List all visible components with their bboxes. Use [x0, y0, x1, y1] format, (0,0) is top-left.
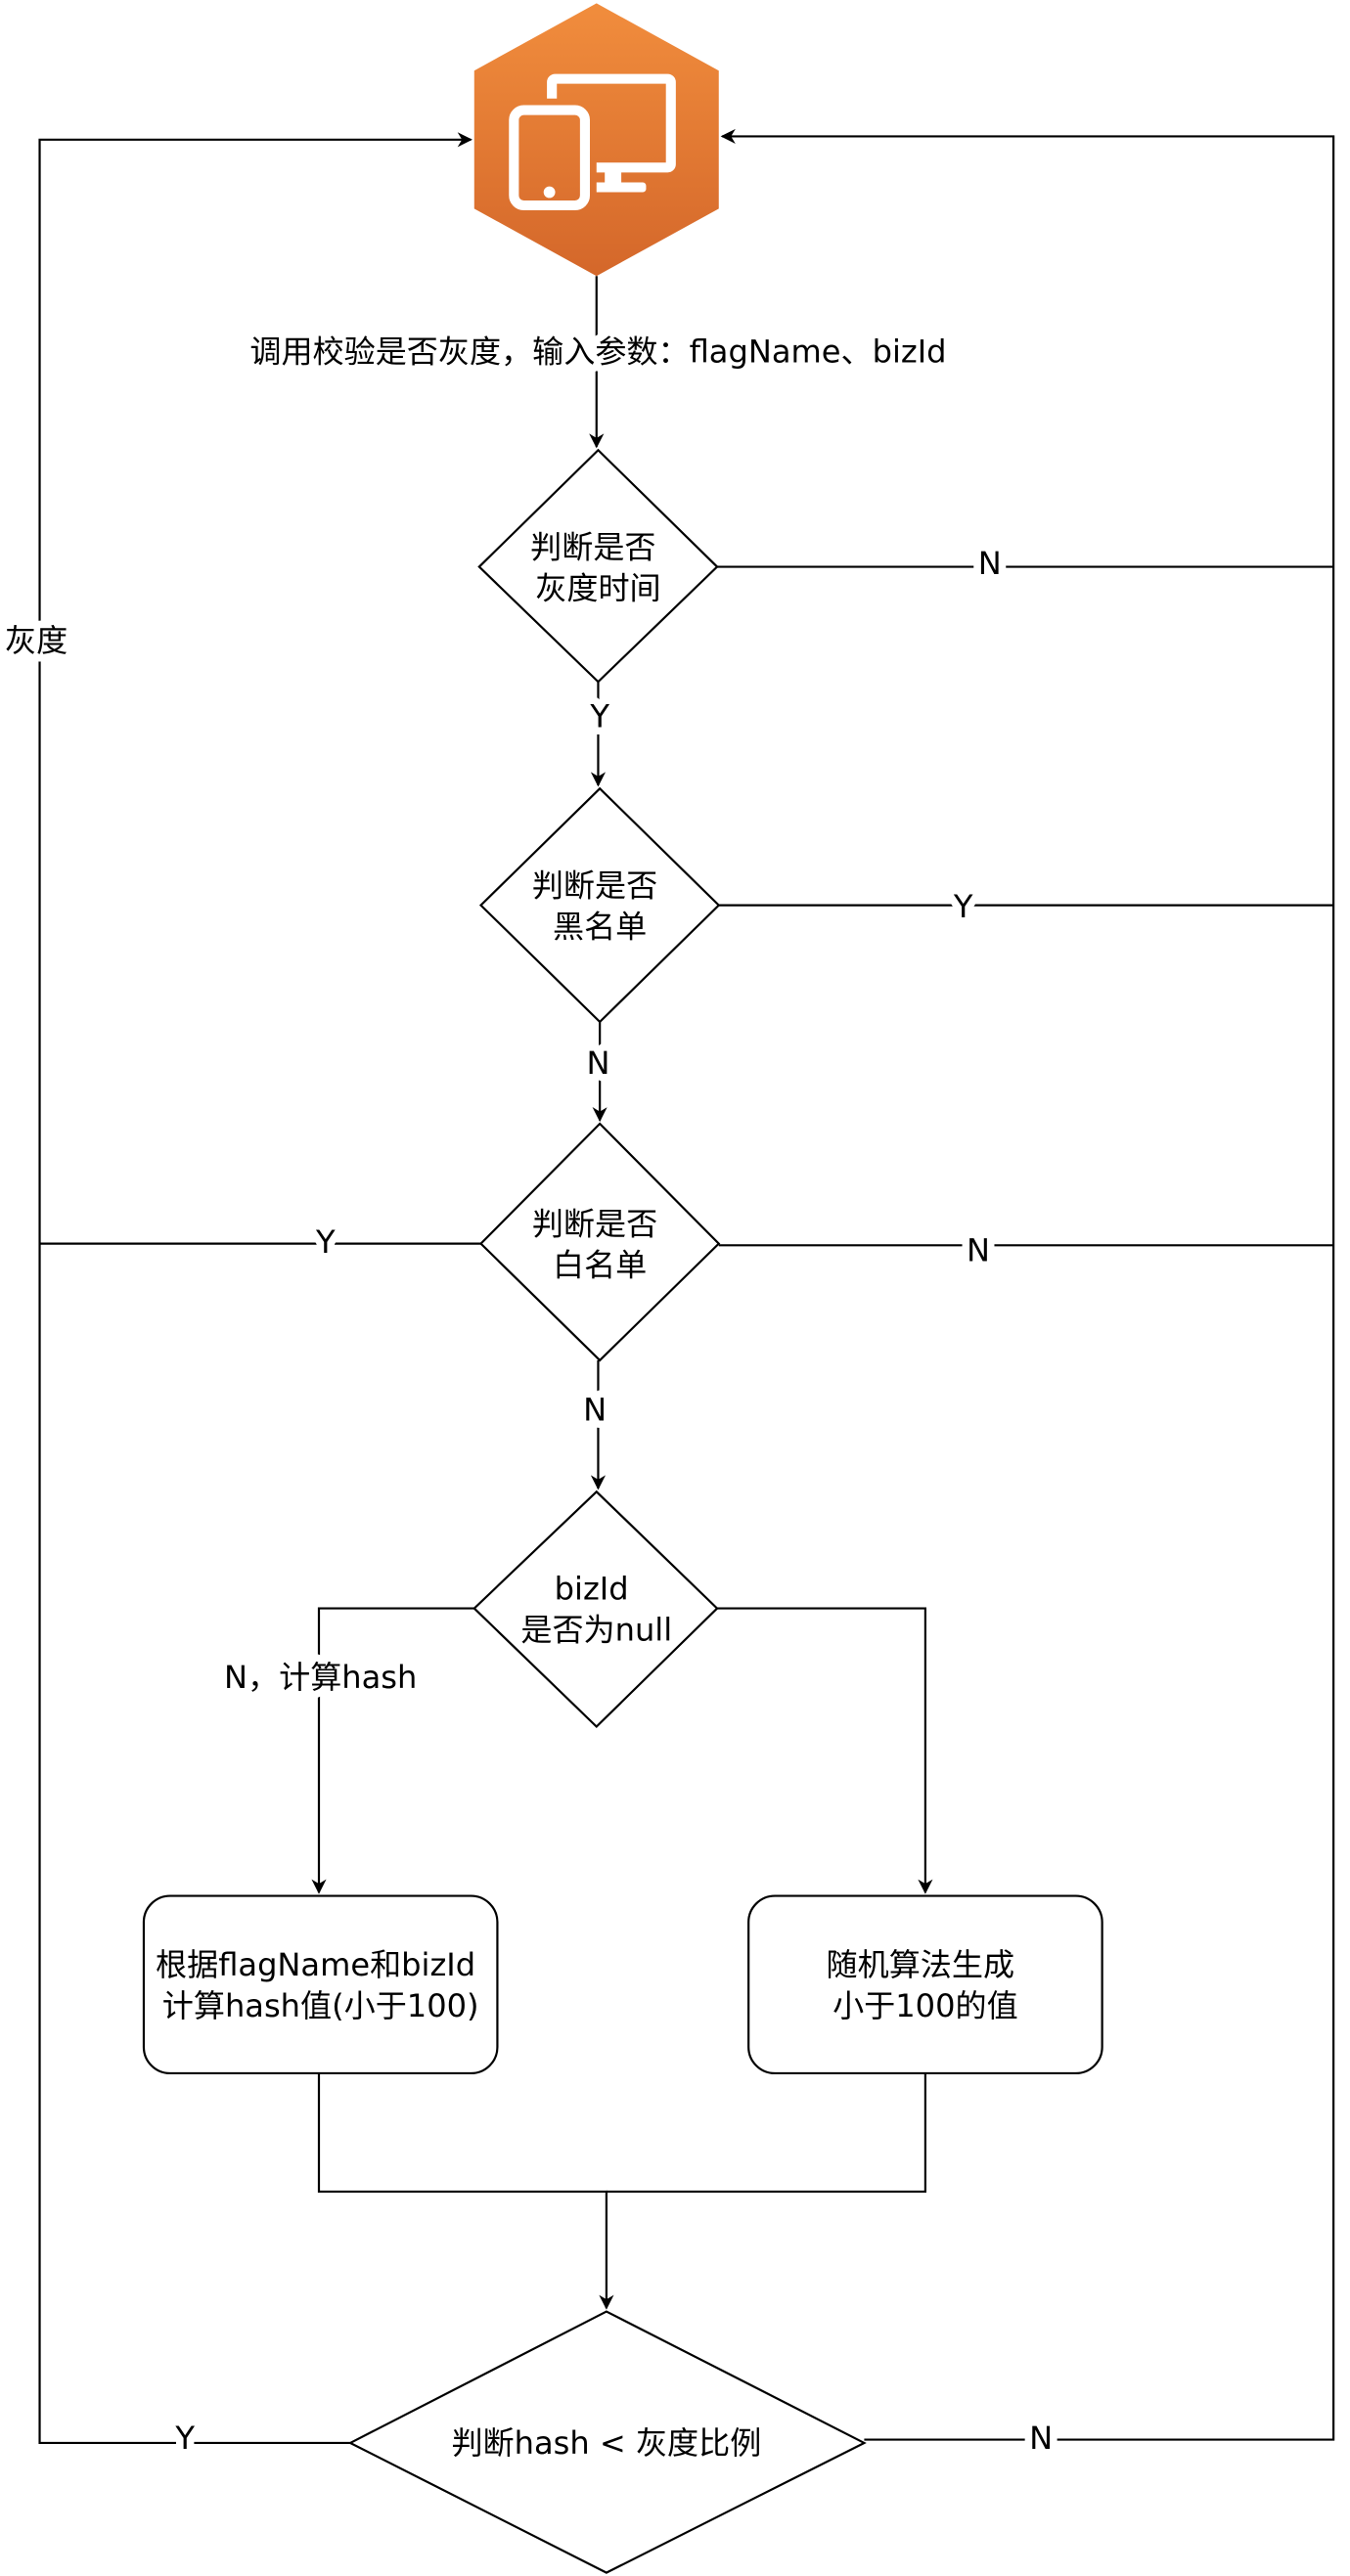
decision-ratio-compare-label: 判断hash < 灰度比例: [451, 2424, 761, 2462]
label-ratio-no: N: [1029, 2420, 1053, 2457]
decision-blacklist-line2: 黑名单: [553, 908, 647, 945]
decision-blacklist-label: 判断是否 黑名单: [532, 866, 668, 945]
decision-gray-time: 判断是否 灰度时间: [477, 448, 719, 684]
edge-random-to-compare: [606, 2072, 926, 2194]
decision-ratio-compare: 判断hash < 灰度比例: [347, 2310, 867, 2574]
edge-bizid-null: [717, 1607, 933, 1894]
label-ratio-yes: Y: [174, 2420, 195, 2457]
process-hash-compute-box: [142, 1894, 499, 2075]
edge-ratio-yes-loop: [38, 132, 472, 2445]
process-hash-compute-line1: 根据flagName和bizId: [156, 1946, 475, 1983]
decision-blacklist-diamond: [478, 786, 721, 1024]
mobile-icon: [509, 105, 591, 211]
label-gray-time-yes: Y: [589, 697, 609, 734]
edge-hash-to-compare: [317, 2072, 614, 2310]
process-hash-compute: 根据flagName和bizId 计算hash值(小于100): [142, 1894, 499, 2075]
label-whitelist-to-bizid: N: [583, 1391, 607, 1428]
devices-icon: [473, 3, 719, 277]
input-params-label: 调用校验是否灰度，输入参数：flagName、bizId: [249, 333, 946, 371]
monitor-stand: [605, 170, 622, 185]
decision-whitelist-line2: 白名单: [553, 1247, 647, 1284]
decision-bizid-null: bizId 是否为null: [472, 1489, 719, 1729]
decision-bizid-null-diamond: [472, 1489, 719, 1729]
decision-bizid-null-label: bizId 是否为null: [520, 1570, 672, 1648]
label-whitelist-yes: Y: [315, 1223, 336, 1261]
decision-whitelist: 判断是否 白名单: [478, 1122, 721, 1362]
decision-blacklist-line1: 判断是否: [532, 866, 657, 904]
process-hash-compute-label: 根据flagName和bizId 计算hash值(小于100): [156, 1946, 485, 2024]
phone-home-button: [543, 186, 556, 199]
label-gray-return: 灰度: [5, 622, 68, 659]
decision-gray-time-diamond: [477, 448, 719, 684]
decision-gray-time-line2: 灰度时间: [535, 569, 660, 606]
process-random-generate-box: [747, 1894, 1103, 2075]
edge-bizid-not-null: [311, 1607, 474, 1894]
label-bizid-not-null: N，计算hash: [224, 1659, 417, 1696]
label-blacklist-no: N: [586, 1044, 609, 1082]
decision-gray-time-label: 判断是否 灰度时间: [530, 528, 666, 606]
decision-bizid-null-line2: 是否为null: [520, 1611, 672, 1648]
decision-whitelist-line1: 判断是否: [532, 1206, 657, 1243]
decision-whitelist-label: 判断是否 白名单: [532, 1206, 668, 1284]
decision-ratio-compare-diamond: [347, 2310, 867, 2574]
decision-bizid-null-line1: bizId: [555, 1570, 629, 1607]
label-whitelist-no: N: [967, 1231, 990, 1268]
label-blacklist-yes: Y: [953, 888, 973, 925]
decision-whitelist-diamond: [478, 1122, 721, 1362]
label-gray-time-no: N: [978, 545, 1002, 582]
edge-ratio-no-loop: [720, 128, 1335, 2441]
process-hash-compute-line2: 计算hash值(小于100): [162, 1987, 479, 2024]
process-random-generate-line2: 小于100的值: [832, 1987, 1018, 2024]
decision-gray-time-line1: 判断是否: [530, 528, 655, 565]
decision-blacklist: 判断是否 黑名单: [478, 786, 721, 1024]
process-random-generate-line1: 随机算法生成: [827, 1946, 1015, 1983]
process-random-generate-label: 随机算法生成 小于100的值: [827, 1946, 1025, 2024]
process-random-generate: 随机算法生成 小于100的值: [747, 1894, 1103, 2075]
